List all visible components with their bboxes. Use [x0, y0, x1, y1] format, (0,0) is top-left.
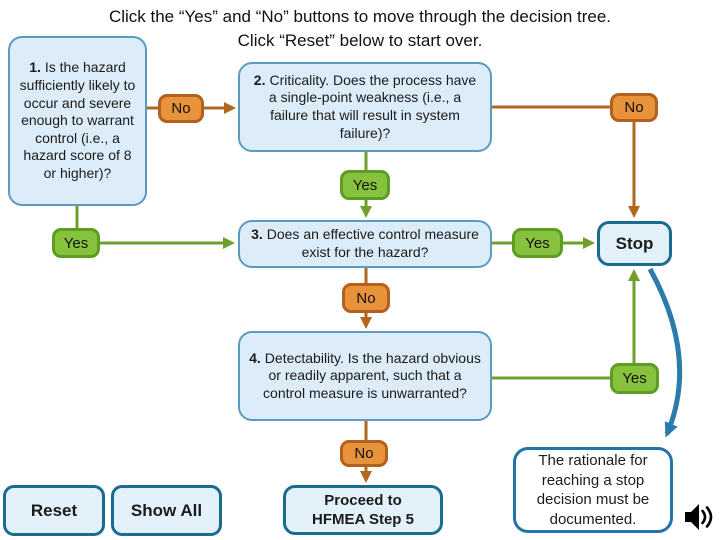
stop-to-note-arrow — [647, 267, 683, 438]
question-1-text: Is the hazard sufficiently likely to occ… — [19, 59, 136, 182]
decision-box-4-text: 4.Detectability. Is the hazard obvious o… — [248, 350, 482, 403]
instruction-line-1: Click the “Yes” and “No” buttons to move… — [108, 7, 612, 26]
reset-button[interactable]: Reset — [3, 485, 105, 536]
no-button-q3[interactable]: No — [342, 283, 390, 313]
stop-node: Stop — [597, 221, 672, 266]
no-button-q4[interactable]: No — [340, 440, 388, 467]
question-4-text: Detectability. Is the hazard obvious or … — [263, 349, 481, 401]
yes-button-q3[interactable]: Yes — [512, 228, 563, 258]
speaker-icon[interactable] — [683, 501, 715, 533]
yes-button-q1[interactable]: Yes — [52, 228, 100, 258]
question-2-number: 2. — [253, 71, 266, 88]
decision-box-1-text: 1.Is the hazard sufficiently likely to o… — [18, 59, 137, 182]
question-3-text: Does an effective control measure exist … — [266, 226, 479, 260]
question-1-number: 1. — [29, 59, 41, 76]
stop-rationale-note: The rationale for reaching a stop decisi… — [513, 447, 673, 533]
instruction-line-2: Click “Reset” below to start over. — [237, 30, 483, 50]
show-all-button[interactable]: Show All — [111, 485, 222, 536]
stop-rationale-text: The rationale for reaching a stop decisi… — [536, 452, 650, 528]
decision-box-1: 1.Is the hazard sufficiently likely to o… — [8, 36, 147, 206]
decision-box-3: 3.Does an effective control measure exis… — [238, 220, 492, 268]
decision-box-2: 2.Criticality. Does the process have a s… — [238, 62, 492, 152]
question-2-text: Criticality. Does the process have a sin… — [268, 71, 477, 141]
no-button-q1[interactable]: No — [158, 94, 204, 123]
page-instructions: Click the “Yes” and “No” buttons to move… — [0, 5, 720, 53]
yes-button-q2[interactable]: Yes — [340, 170, 390, 200]
proceed-node: Proceed to HFMEA Step 5 — [283, 485, 443, 535]
question-3-number: 3. — [251, 226, 263, 243]
question-4-number: 4. — [249, 349, 261, 366]
decision-box-4: 4.Detectability. Is the hazard obvious o… — [238, 331, 492, 421]
decision-box-2-text: 2.Criticality. Does the process have a s… — [248, 72, 482, 143]
yes-button-q4[interactable]: Yes — [610, 363, 659, 394]
decision-box-3-text: 3.Does an effective control measure exis… — [248, 226, 482, 261]
no-button-q2[interactable]: No — [610, 93, 658, 122]
